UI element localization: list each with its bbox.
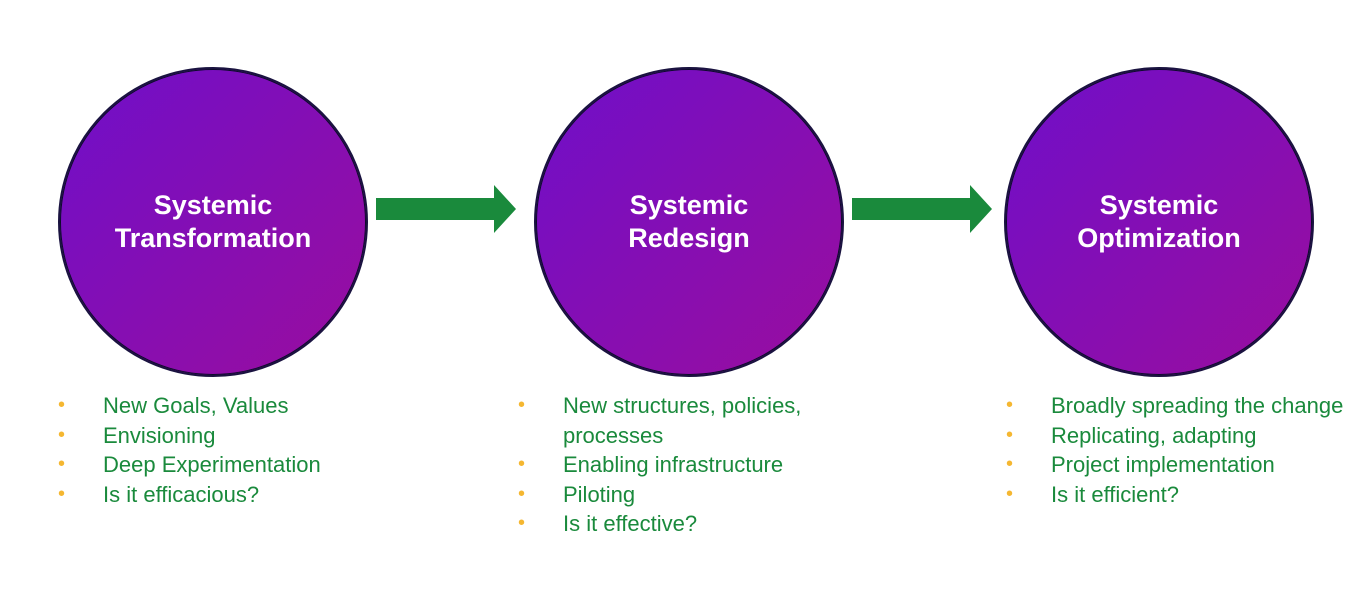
stage-title-line2: Redesign: [628, 223, 750, 253]
stage-circle-transformation: Systemic Transformation: [58, 67, 368, 377]
bullet-dot-icon: •: [58, 453, 66, 475]
bullet-text: Deep Experimentation: [103, 452, 321, 477]
bullet-dot-icon: •: [1006, 453, 1014, 475]
stage-title-transformation: Systemic Transformation: [83, 189, 343, 255]
bullet-text: Broadly spreading the change: [1051, 393, 1344, 418]
list-item: • Deep Experimentation: [56, 450, 416, 480]
stage-bullets-optimization: • Broadly spreading the change • Replica…: [1004, 391, 1344, 509]
stage-circle-redesign: Systemic Redesign: [534, 67, 844, 377]
stage-title-line1: Systemic: [629, 190, 749, 220]
bullet-dot-icon: •: [1006, 394, 1014, 416]
bullet-dot-icon: •: [1006, 482, 1014, 505]
bullet-text: Is it efficient?: [1051, 481, 1179, 507]
bullet-dot-icon: •: [518, 512, 526, 534]
list-item: • Enabling infrastructure: [516, 450, 876, 480]
list-item: • Broadly spreading the change: [1004, 391, 1344, 421]
stage-circle-optimization: Systemic Optimization: [1004, 67, 1314, 377]
list-item: • Project implementation: [1004, 450, 1344, 480]
bullet-dot-icon: •: [518, 394, 526, 416]
list-item: • New structures, policies, processes: [516, 391, 876, 450]
list-item: • Piloting: [516, 480, 876, 510]
bullet-text: Is it effective?: [563, 511, 698, 536]
stage-title-line2: Optimization: [1077, 223, 1241, 253]
list-item: • Envisioning: [56, 421, 416, 451]
bullet-text: Is it efficacious?: [103, 481, 260, 507]
bullet-text: Enabling infrastructure: [563, 452, 784, 477]
stage-title-line2: Transformation: [114, 223, 312, 253]
list-item: • Replicating, adapting: [1004, 421, 1344, 451]
list-item: • Is it effective?: [516, 509, 876, 539]
bullet-text: Envisioning: [103, 422, 216, 448]
list-item: • Is it efficacious?: [56, 480, 416, 510]
bullet-dot-icon: •: [58, 482, 66, 505]
list-item: • Is it efficient?: [1004, 480, 1344, 510]
stage-title-line1: Systemic: [1099, 190, 1219, 220]
stage-title-line1: Systemic: [153, 190, 273, 220]
bullet-text: New Goals, Values: [103, 393, 289, 418]
stage-title-optimization: Systemic Optimization: [1029, 189, 1289, 255]
bullet-dot-icon: •: [1006, 423, 1014, 446]
bullet-text: Project implementation: [1051, 452, 1275, 477]
stage-bullets-transformation: • New Goals, Values • Envisioning • Deep…: [56, 391, 416, 509]
bullet-dot-icon: •: [518, 482, 526, 505]
bullet-dot-icon: •: [518, 453, 526, 475]
arrow-right-icon: [376, 185, 516, 233]
bullet-text: New structures, policies, processes: [563, 393, 802, 448]
arrow-right-icon: [852, 185, 992, 233]
bullet-text: Replicating, adapting: [1051, 422, 1257, 448]
bullet-dot-icon: •: [58, 423, 66, 446]
bullet-dot-icon: •: [58, 394, 66, 416]
bullet-text: Piloting: [563, 481, 636, 507]
stage-bullets-redesign: • New structures, policies, processes • …: [516, 391, 876, 539]
stage-title-redesign: Systemic Redesign: [559, 189, 819, 255]
list-item: • New Goals, Values: [56, 391, 416, 421]
